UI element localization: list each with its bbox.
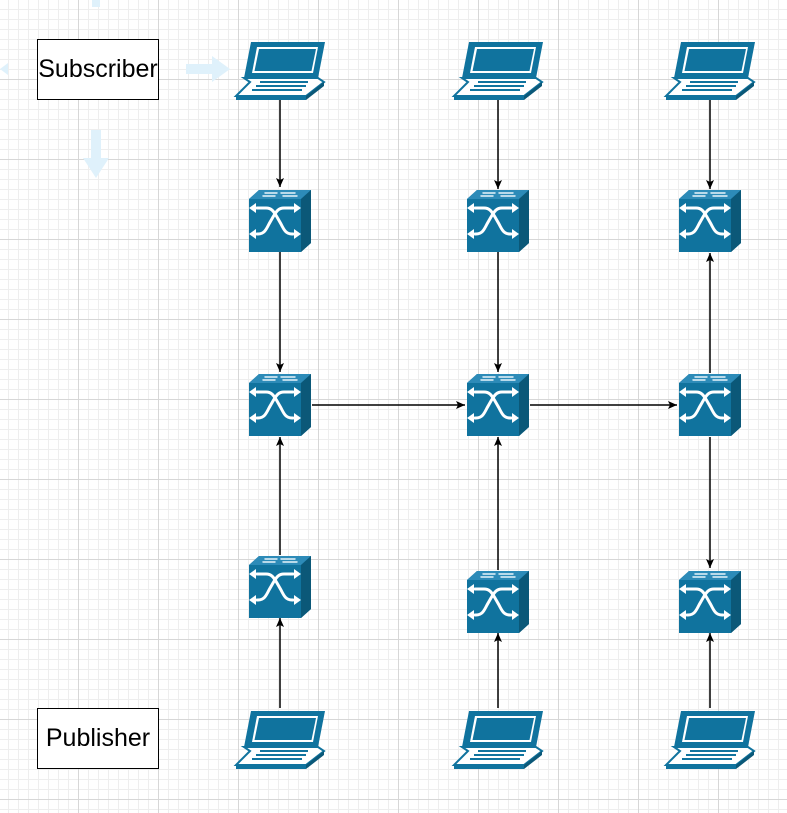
network-switch-icon[interactable] xyxy=(465,569,531,635)
network-switch-icon[interactable] xyxy=(247,188,313,254)
laptop-icon[interactable] xyxy=(235,710,326,770)
hover-arrow-down-icon[interactable] xyxy=(83,130,109,178)
publisher-label-box[interactable]: Publisher xyxy=(37,708,159,769)
network-switch-icon[interactable] xyxy=(465,188,531,254)
laptop-icon[interactable] xyxy=(665,41,756,101)
laptop-icon[interactable] xyxy=(235,41,326,101)
network-switch-icon[interactable] xyxy=(247,372,313,438)
network-switch-icon[interactable] xyxy=(247,554,313,620)
hover-arrow-right-icon[interactable] xyxy=(186,56,232,82)
hover-arrow-up-icon[interactable] xyxy=(89,0,103,8)
network-switch-icon[interactable] xyxy=(465,372,531,438)
laptop-icon[interactable] xyxy=(453,710,544,770)
hover-arrow-left-icon[interactable] xyxy=(0,60,8,78)
laptop-icon[interactable] xyxy=(665,710,756,770)
laptop-icon[interactable] xyxy=(453,41,544,101)
network-switch-icon[interactable] xyxy=(677,569,743,635)
network-switch-icon[interactable] xyxy=(677,188,743,254)
edges xyxy=(276,100,714,708)
subscriber-label-box[interactable]: Subscriber xyxy=(37,39,159,100)
subscriber-label: Subscriber xyxy=(38,55,158,83)
network-switch-icon[interactable] xyxy=(677,372,743,438)
publisher-label: Publisher xyxy=(45,724,151,752)
